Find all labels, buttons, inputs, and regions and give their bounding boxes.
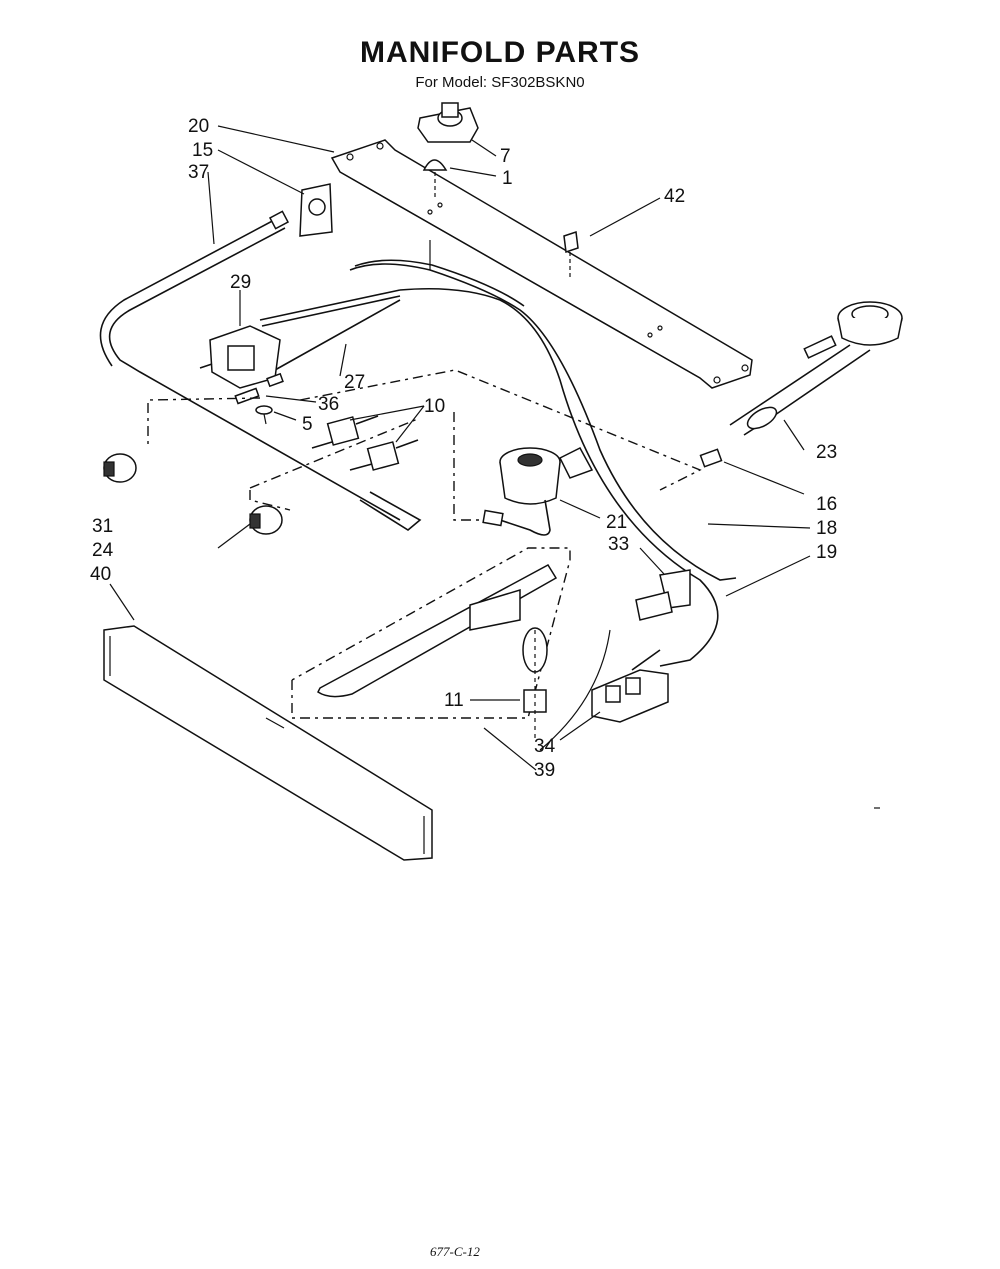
label-42: 42 bbox=[664, 186, 685, 207]
tube-part-37 bbox=[108, 227, 401, 521]
clip-part-42 bbox=[563, 230, 579, 280]
label-33: 33 bbox=[608, 534, 629, 555]
label-20: 20 bbox=[188, 116, 209, 137]
bracket-part-33 bbox=[635, 569, 691, 621]
knob-part-24 bbox=[249, 505, 283, 535]
label-36: 36 bbox=[318, 394, 339, 415]
label-24: 24 bbox=[92, 540, 114, 561]
oven-valve-part-34 bbox=[539, 629, 669, 751]
label-39: 39 bbox=[534, 760, 555, 781]
label-37: 37 bbox=[188, 162, 209, 183]
tube-part-27 bbox=[259, 289, 401, 371]
panel-part-40 bbox=[103, 625, 433, 861]
label-27: 27 bbox=[344, 372, 365, 393]
leader-lines bbox=[109, 125, 811, 771]
burner-part-23 bbox=[729, 301, 903, 436]
label-16: 16 bbox=[816, 494, 837, 515]
label-40: 40 bbox=[90, 564, 111, 585]
fitting-part-36 bbox=[234, 372, 284, 405]
label-19: 19 bbox=[816, 542, 837, 563]
valve-part-10-b bbox=[349, 439, 419, 471]
label-10: 10 bbox=[424, 396, 445, 417]
label-5: 5 bbox=[302, 414, 313, 435]
gas-tube-part-18 bbox=[349, 263, 737, 581]
label-18: 18 bbox=[816, 518, 837, 539]
bracket-part-15 bbox=[299, 183, 333, 237]
manifold-bar bbox=[330, 139, 753, 389]
label-34: 34 bbox=[534, 736, 556, 757]
top-valve-part-7 bbox=[417, 102, 479, 143]
label-11: 11 bbox=[444, 690, 464, 711]
cap-part-1 bbox=[422, 159, 448, 171]
oven-burner-box-part-39 bbox=[291, 547, 571, 740]
page-title: MANIFOLD PARTS bbox=[359, 36, 641, 69]
gas-tube-part-19 bbox=[399, 287, 719, 667]
label-15: 15 bbox=[192, 140, 213, 161]
label-23: 23 bbox=[816, 442, 837, 463]
burner-part-21 bbox=[482, 447, 594, 536]
orifice-part-16 bbox=[699, 448, 723, 468]
thermostat-part-29 bbox=[199, 325, 281, 389]
label-1: 1 bbox=[502, 168, 513, 189]
knob-part-31 bbox=[103, 453, 137, 483]
footer-code: 677-C-12 bbox=[430, 1244, 480, 1259]
model-subtitle: For Model: SF302BSKN0 bbox=[415, 74, 585, 91]
label-7: 7 bbox=[500, 146, 511, 167]
lower-rod bbox=[359, 491, 422, 531]
label-29: 29 bbox=[230, 272, 251, 293]
screw-part-5 bbox=[255, 405, 273, 425]
label-31: 31 bbox=[92, 516, 113, 537]
valve-part-10-a bbox=[311, 415, 379, 449]
label-21: 21 bbox=[606, 512, 627, 533]
